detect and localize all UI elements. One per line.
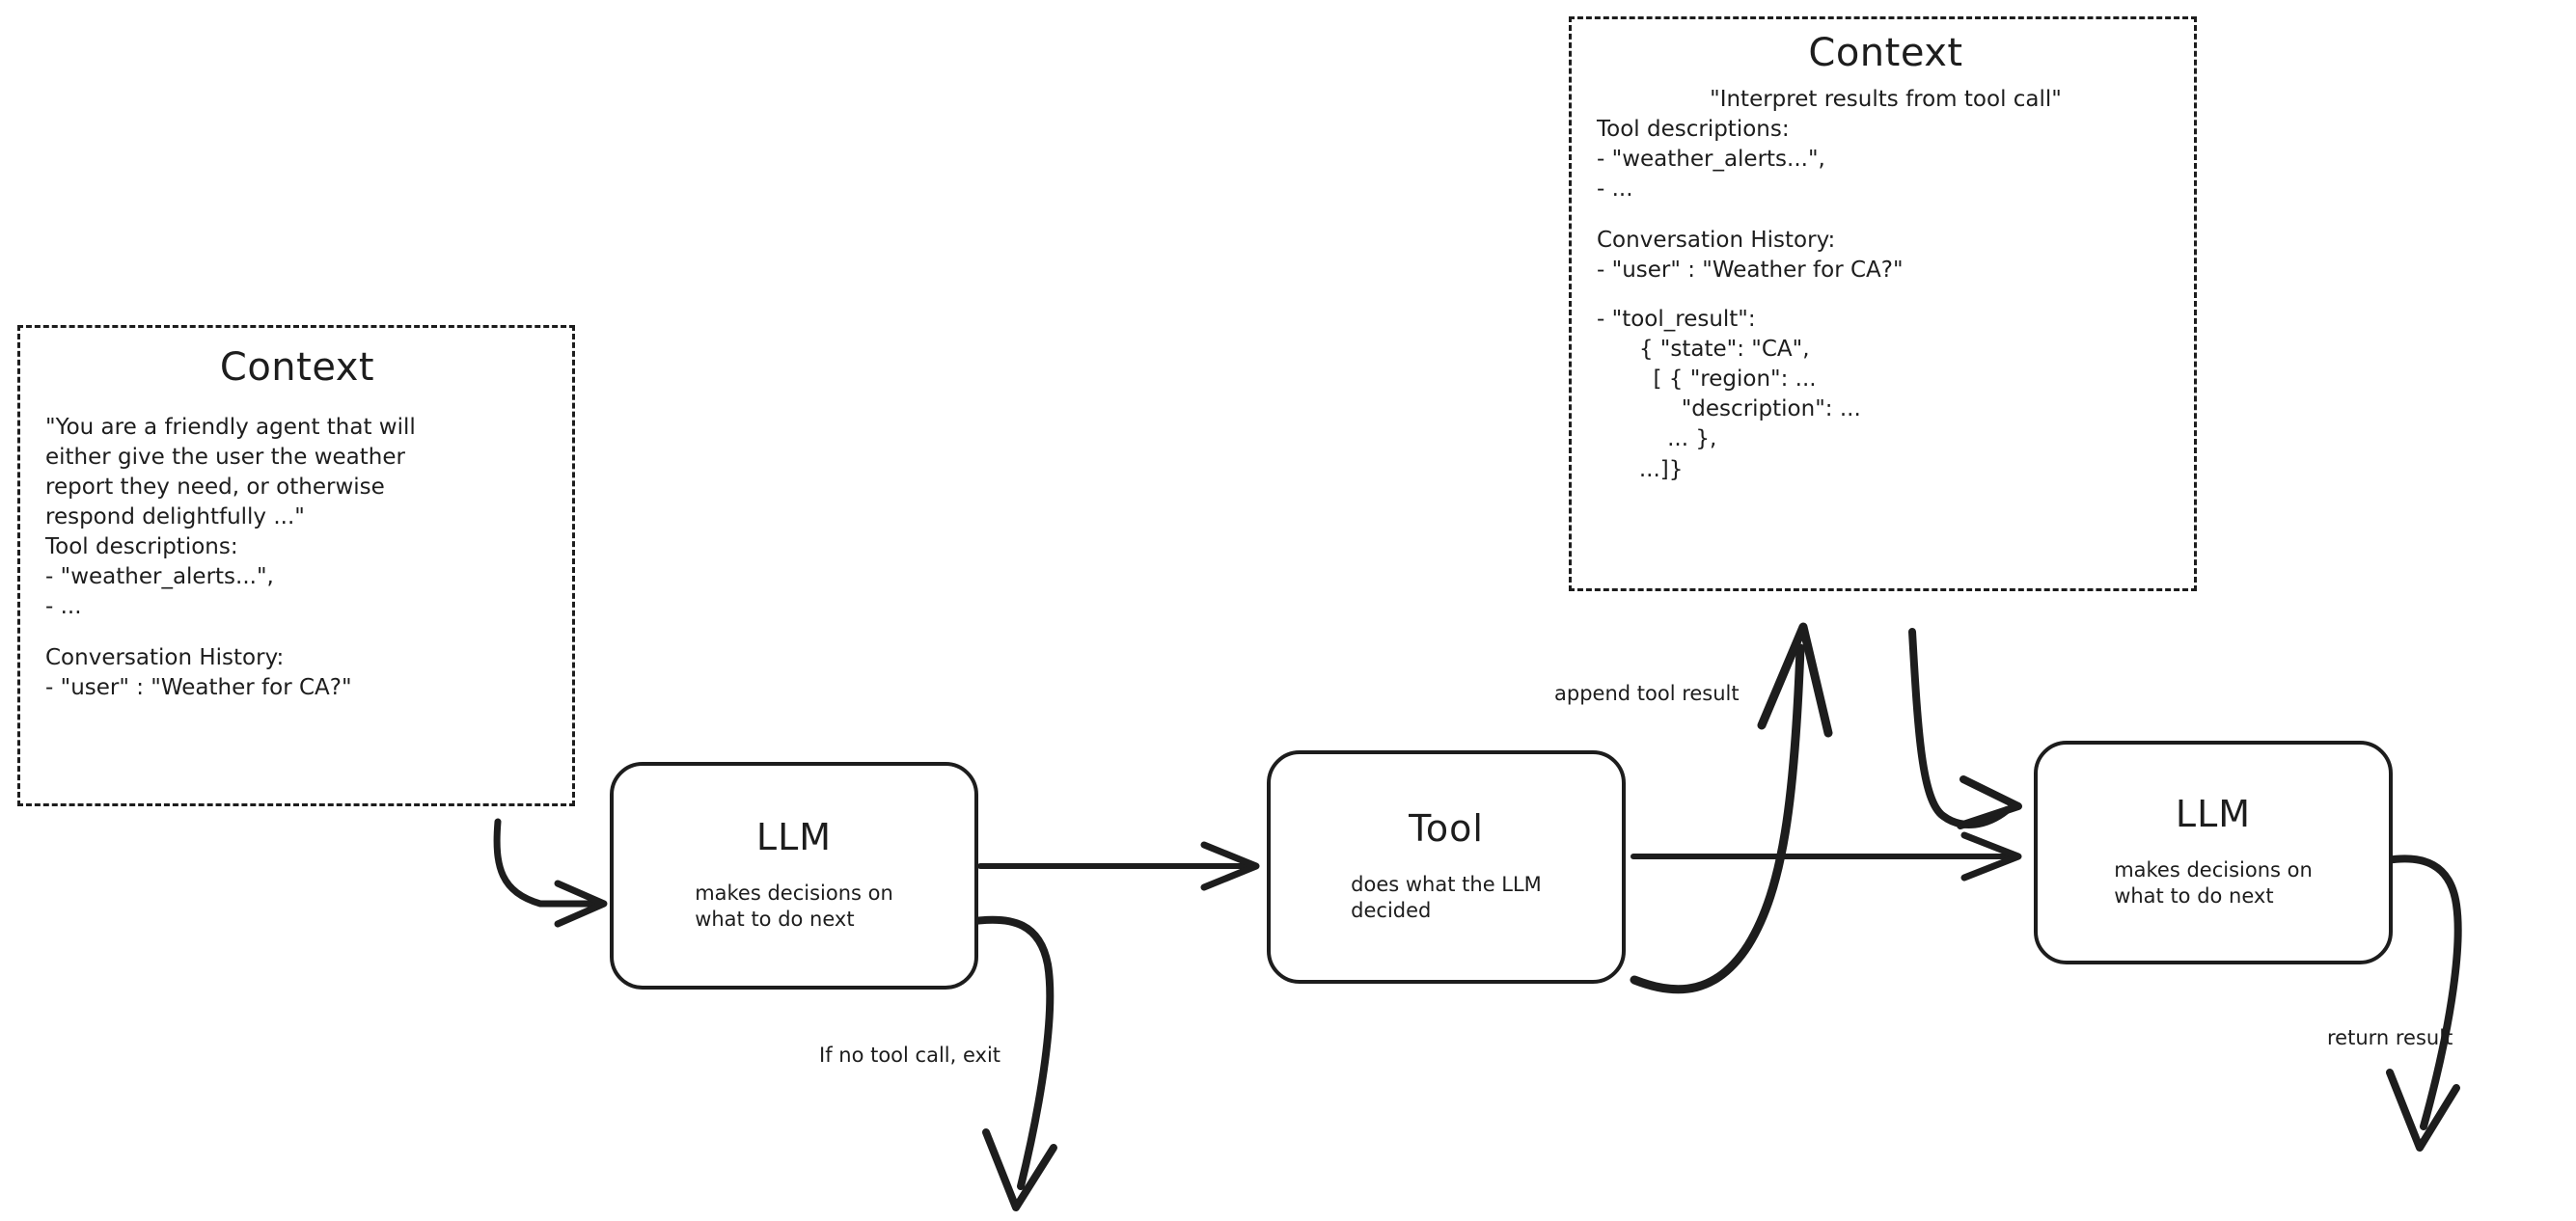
node-llm-2[interactable]: LLM makes decisions on what to do next — [2034, 741, 2393, 964]
node-tool-subtitle: does what the LLM decided — [1351, 872, 1542, 922]
node-tool-title: Tool — [1409, 806, 1484, 850]
context-right-tool-descriptions: - "weather_alerts...", - ... — [1597, 147, 1825, 203]
edge-label-append-tool-result: append tool result — [1554, 682, 1740, 705]
edge-label-if-no-tool-call-exit: If no tool call, exit — [819, 1044, 1001, 1067]
context-right-tool-result: - "tool_result": { "state": "CA", [ { "r… — [1597, 307, 1861, 482]
node-llm-2-title: LLM — [2175, 792, 2252, 835]
context-left-title: Context — [219, 345, 375, 390]
context-right-conversation-user: - "user" : "Weather for CA?" — [1597, 258, 1904, 284]
edge-context-right-to-llm2 — [1908, 628, 2022, 829]
context-left-tool-descriptions-heading: Tool descriptions: — [45, 534, 238, 560]
context-panel-left: Context "You are a friendly agent that w… — [17, 325, 575, 806]
context-right-tool-descriptions-heading: Tool descriptions: — [1597, 117, 1790, 143]
node-llm-1[interactable]: LLM makes decisions on what to do next — [610, 762, 978, 990]
context-right-title: Context — [1808, 31, 1963, 75]
context-right-system-prompt: "Interpret results from tool call" — [1710, 87, 2062, 112]
edge-context-left-to-llm1 — [493, 818, 608, 928]
edge-label-return-result: return result — [2327, 1026, 2453, 1049]
edge-llm1-to-tool — [977, 841, 1260, 891]
context-left-conversation: - "user" : "Weather for CA?" — [45, 675, 352, 701]
edge-llm2-return — [2383, 855, 2462, 1152]
node-llm-1-subtitle: makes decisions on what to do next — [695, 881, 893, 931]
context-right-conversation-heading: Conversation History: — [1597, 228, 1836, 254]
node-tool[interactable]: Tool does what the LLM decided — [1267, 750, 1626, 984]
node-llm-2-subtitle: makes decisions on what to do next — [2114, 857, 2313, 908]
context-left-system-prompt: "You are a friendly agent that will eith… — [45, 415, 416, 530]
context-left-tool-descriptions: - "weather_alerts...", - ... — [45, 564, 274, 620]
node-llm-1-title: LLM — [755, 815, 833, 858]
context-left-conversation-heading: Conversation History: — [45, 645, 285, 671]
edge-tool-to-llm2 — [1631, 831, 2022, 882]
context-panel-right: Context "Interpret results from tool cal… — [1569, 16, 2197, 591]
